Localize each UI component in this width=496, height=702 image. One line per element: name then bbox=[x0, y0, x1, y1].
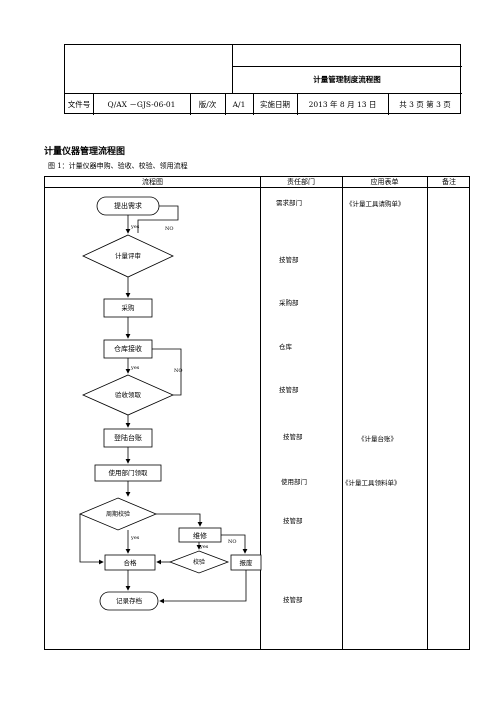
col-header-note: 备注 bbox=[442, 178, 456, 186]
yes-label: yes bbox=[199, 544, 209, 550]
dept-label: 技管部 bbox=[283, 596, 303, 604]
form-label: 《计量台账》 bbox=[358, 435, 397, 443]
node-use-label: 使用部门领取 bbox=[109, 468, 149, 477]
col-header-flow: 流程图 bbox=[142, 178, 163, 186]
yes-label: yes bbox=[130, 535, 140, 541]
doc-no-label: 文件号 bbox=[67, 99, 91, 109]
node-calibrate-label: 校验 bbox=[193, 558, 205, 566]
node-register-label: 登陆台账 bbox=[114, 433, 142, 442]
version-value: A/1 bbox=[232, 99, 246, 109]
date-value: 2013 年 8 月 13 日 bbox=[308, 99, 377, 109]
node-purchase-label: 采购 bbox=[122, 303, 136, 312]
decision-periodic bbox=[78, 497, 158, 531]
section-title: 计量仪器管理流程图 bbox=[44, 147, 126, 157]
dept-label: 技管部 bbox=[283, 517, 303, 525]
node-accept-label: 验收领取 bbox=[115, 390, 142, 399]
figure-caption: 图 1：计量仪器申购、验收、校验、领用流程 bbox=[48, 162, 188, 170]
terminator-archive bbox=[99, 591, 159, 611]
col-header-form: 应用表单 bbox=[370, 178, 399, 186]
process-qualified bbox=[104, 554, 156, 571]
decision-calibrate bbox=[168, 550, 230, 574]
node-receive-label: 仓库接收 bbox=[114, 344, 142, 353]
col-header-dept: 责任部门 bbox=[287, 178, 315, 186]
doc-no-value: Q/AX －GJS-06-01 bbox=[107, 99, 176, 109]
node-assess-label: 计量评审 bbox=[115, 251, 141, 260]
node-scrap-label: 报废 bbox=[240, 558, 254, 567]
document-title: 计量管理制度流程图 bbox=[313, 75, 381, 84]
dept-label: 技管部 bbox=[279, 256, 299, 264]
dept-label: 技管部 bbox=[279, 386, 299, 394]
yes-label: yes bbox=[130, 365, 140, 371]
form-label: 《计量工具领料单》 bbox=[342, 479, 401, 487]
dept-label: 仓库 bbox=[279, 343, 292, 351]
version-label: 版/次 bbox=[198, 99, 217, 109]
dept-label: 采购部 bbox=[279, 299, 299, 307]
dept-label: 使用部门 bbox=[281, 478, 307, 486]
node-qualified-label: 合格 bbox=[124, 558, 138, 567]
node-periodic-label: 周期校验 bbox=[106, 510, 130, 518]
document-header: 计量管理制度流程图 文件号 Q/AX －GJS-06-01 版/次 A/1 实施… bbox=[64, 44, 462, 115]
node-propose-label: 提出需求 bbox=[114, 201, 142, 210]
node-archive-label: 记录存档 bbox=[116, 596, 142, 605]
form-label: 《计量工具请购单》 bbox=[346, 200, 405, 208]
flow-table: 流程图 责任部门 应用表单 备注 bbox=[44, 176, 470, 650]
dept-label: 技管部 bbox=[283, 433, 303, 441]
page-count: 共 3 页 第 3 页 bbox=[399, 99, 451, 109]
date-label: 实施日期 bbox=[260, 99, 290, 109]
dept-label: 需求部门 bbox=[276, 199, 302, 207]
yes-label: yes bbox=[130, 224, 140, 230]
no-label: NO bbox=[165, 226, 173, 232]
node-repair-label: 维修 bbox=[193, 531, 207, 540]
no-label: NO bbox=[228, 539, 236, 545]
no-label: NO bbox=[174, 368, 182, 374]
